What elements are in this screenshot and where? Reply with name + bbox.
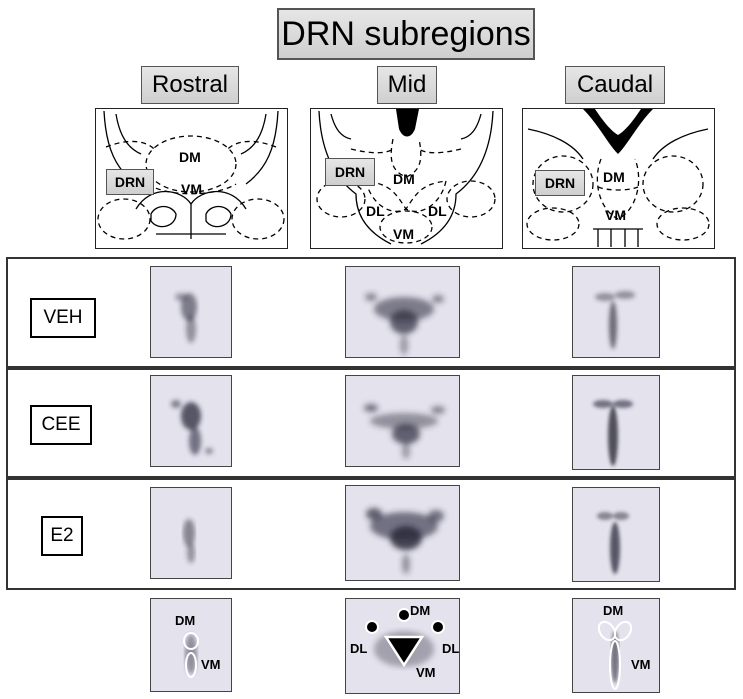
group-label-cee: CEE (30, 405, 92, 445)
schematic-rostral-vm-label: VM (201, 657, 221, 672)
column-header-rostral: Rostral (141, 66, 239, 104)
atlas-rostral-drn-label: DRN (106, 169, 154, 195)
micrograph-cee-mid-stain (364, 404, 445, 459)
micrograph-cee-caudal (572, 375, 660, 470)
atlas-mid-dl-right-label: DL (428, 203, 447, 219)
column-header-caudal: Caudal (565, 66, 665, 104)
atlas-mid: DRN DM DL DL VM (310, 108, 503, 249)
atlas-rostral-drawing (97, 110, 285, 240)
micrograph-veh-mid (345, 266, 460, 358)
schematic-caudal-drawing (597, 620, 633, 690)
atlas-rostral-dm-label: DM (179, 149, 201, 165)
schematic-mid-dl-right-label: DL (442, 641, 460, 656)
schematic-mid: DM DL DL VM (345, 598, 460, 694)
row-veh (6, 257, 736, 368)
group-label-e2: E2 (41, 516, 83, 556)
atlas-rostral: DRN DM VM (95, 108, 288, 249)
schematic-mid-dm-label: DM (410, 603, 431, 618)
atlas-caudal-dm-label: DM (603, 169, 625, 185)
group-label-veh: VEH (30, 298, 96, 338)
schematic-rostral: DM VM (150, 598, 232, 692)
atlas-mid-drn-label: DRN (325, 158, 375, 186)
micrograph-veh-rostral (150, 266, 232, 358)
schematic-rostral-drawing (183, 632, 199, 678)
row-e2 (6, 478, 736, 590)
atlas-rostral-vm-label: VM (181, 181, 202, 197)
atlas-caudal-drn-label: DRN (535, 170, 585, 196)
atlas-caudal: DRN DM VM (522, 108, 715, 249)
schematic-mid-vm-label: VM (416, 665, 436, 680)
schematic-mid-dl-left-label: DL (350, 641, 368, 656)
row-cee (6, 368, 736, 478)
column-header-mid: Mid (377, 66, 437, 104)
schematic-caudal-vm-label: VM (631, 657, 651, 672)
micrograph-e2-caudal (572, 487, 660, 582)
atlas-mid-drawing (316, 109, 496, 245)
micrograph-cee-caudal-stain (593, 400, 633, 466)
micrograph-cee-rostral (150, 375, 232, 467)
micrograph-veh-rostral-stain (175, 293, 197, 343)
schematic-caudal: DM VM (572, 598, 660, 693)
micrograph-e2-mid (345, 485, 460, 581)
micrograph-e2-caudal-stain (597, 512, 629, 574)
figure-title: DRN subregions (277, 8, 535, 60)
micrograph-cee-mid (345, 375, 460, 467)
micrograph-veh-mid-stain (365, 293, 444, 355)
micrograph-e2-rostral (150, 487, 232, 579)
schematic-mid-drawing (365, 608, 445, 668)
micrograph-cee-rostral-stain (171, 400, 213, 455)
atlas-caudal-drawing (526, 109, 710, 247)
micrograph-e2-rostral-stain (183, 519, 195, 563)
micrograph-veh-caudal-stain (595, 291, 635, 349)
micrograph-e2-mid-stain (366, 508, 444, 574)
schematic-rostral-dm-label: DM (175, 613, 196, 628)
micrograph-veh-caudal (572, 266, 660, 358)
atlas-mid-vm-label: VM (393, 226, 414, 242)
atlas-caudal-vm-label: VM (605, 207, 626, 223)
atlas-mid-dl-left-label: DL (366, 203, 385, 219)
atlas-mid-dm-label: DM (393, 171, 415, 187)
schematic-caudal-dm-label: DM (603, 603, 624, 618)
